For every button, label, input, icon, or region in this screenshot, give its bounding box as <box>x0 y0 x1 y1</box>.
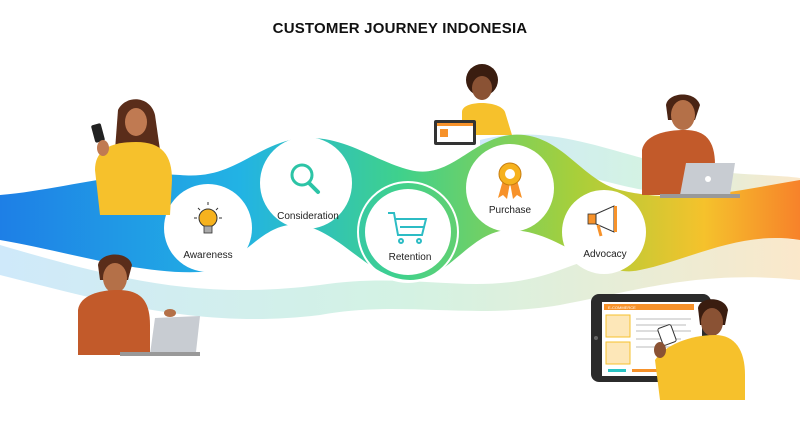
lightbulb-icon <box>194 202 222 234</box>
megaphone-icon <box>587 205 617 237</box>
person-tablet-illustration <box>434 64 512 145</box>
stage-label: Purchase <box>489 205 532 216</box>
stage-label: Consideration <box>277 211 339 222</box>
stage-consideration[interactable]: Consideration <box>260 137 352 229</box>
award-ribbon-icon <box>498 162 522 199</box>
stage-purchase[interactable]: Purchase <box>466 144 554 232</box>
page-title: CUSTOMER JOURNEY INDONESIA <box>272 20 528 37</box>
person-laptop-illustration-2 <box>78 254 200 356</box>
person-laptop-illustration <box>642 94 740 198</box>
shopping-cart-icon <box>388 212 428 244</box>
stage-label: Retention <box>389 252 432 263</box>
stage-retention[interactable]: Retention <box>357 181 459 283</box>
stage-label: Advocacy <box>583 249 626 260</box>
person-phone-illustration <box>91 99 172 215</box>
stage-advocacy[interactable]: Advocacy <box>562 190 646 274</box>
stage-awareness[interactable]: Awareness <box>164 184 252 272</box>
stage-label: Awareness <box>183 250 232 261</box>
tablet-header-text: E-COMMERCE <box>608 305 636 310</box>
magnifier-icon <box>290 163 320 194</box>
ecommerce-tablet-illustration: E-COMMERCE <box>591 294 745 400</box>
